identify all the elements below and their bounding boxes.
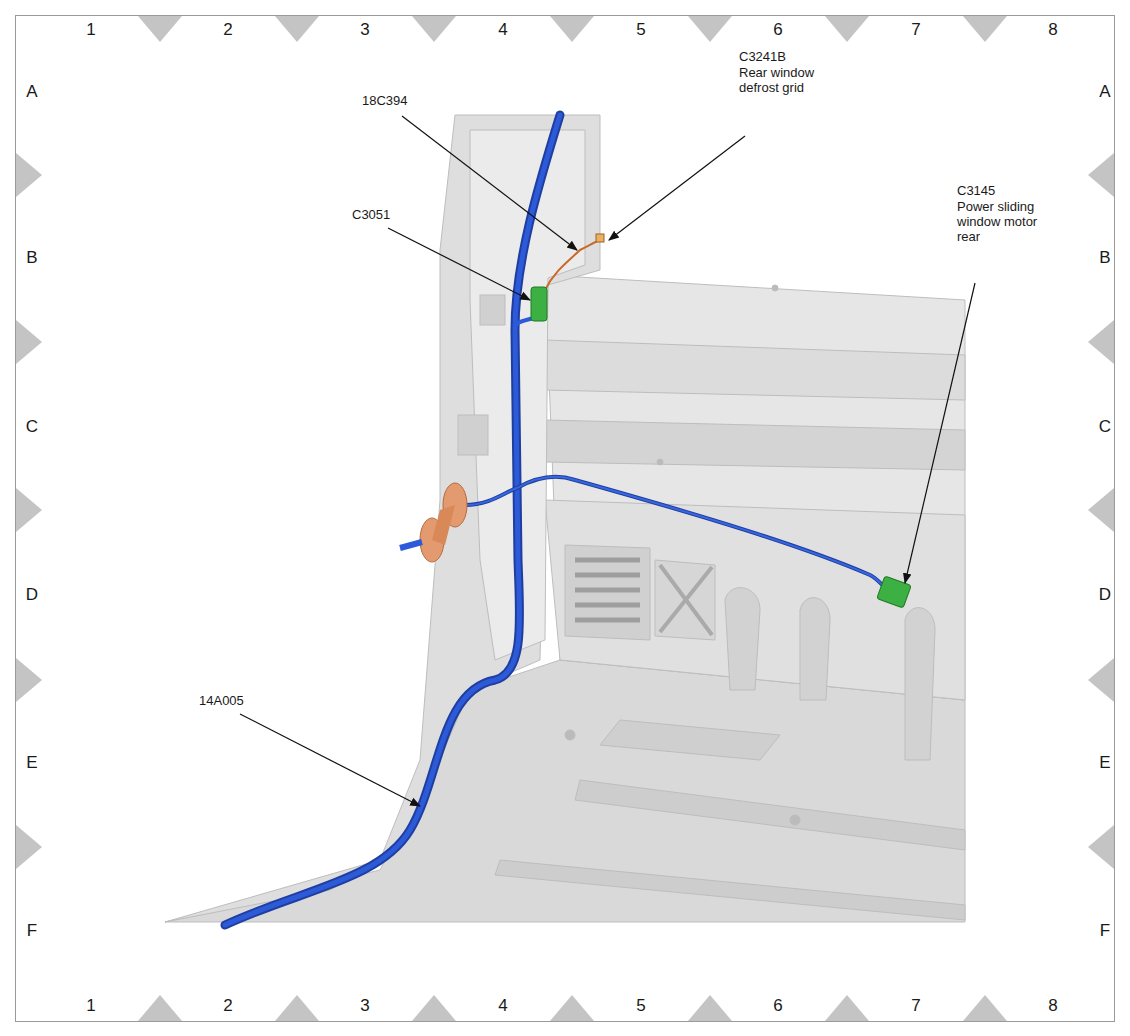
grid-column-number: 3 [360,20,369,40]
grid-row-letter: C [26,417,38,437]
part-number: 18C394 [362,94,408,109]
grid-column-number: 2 [223,996,232,1016]
grid-row-letter: D [26,585,38,605]
grid-row-letter: B [1099,248,1110,268]
grid-column-number: 6 [773,996,782,1016]
grid-row-letter: F [1100,921,1110,941]
connector-number: C3241B [739,50,786,65]
grid-row-letter: A [1099,82,1110,102]
grid-row-letter: A [26,82,37,102]
grid-column-number: 1 [86,20,95,40]
grid-column-number: 7 [911,20,920,40]
connector-number: C3145 [957,184,995,199]
grid-column-number: 1 [86,996,95,1016]
grid-column-number: 5 [636,20,645,40]
grid-row-letter: C [1099,417,1111,437]
grid-row-letter: E [1099,753,1110,773]
grid-column-number: 4 [498,996,507,1016]
grid-column-number: 8 [1048,20,1057,40]
grid-row-letter: D [1099,585,1111,605]
part-number: 14A005 [199,694,244,709]
grid-column-number: 4 [498,20,507,40]
grid-column-number: 3 [360,996,369,1016]
grid-row-letter: B [26,248,37,268]
grid-column-number: 2 [223,20,232,40]
grid-column-number: 6 [773,20,782,40]
grid-row-letter: F [27,921,37,941]
grid-column-number: 7 [911,996,920,1016]
grid-column-number: 5 [636,996,645,1016]
connector-number: C3051 [352,208,390,223]
connector-description: Rear window defrost grid [739,66,831,96]
connector-description: Power sliding window motor rear [957,200,1049,245]
grid-row-letter: E [26,753,37,773]
grid-column-number: 8 [1048,996,1057,1016]
